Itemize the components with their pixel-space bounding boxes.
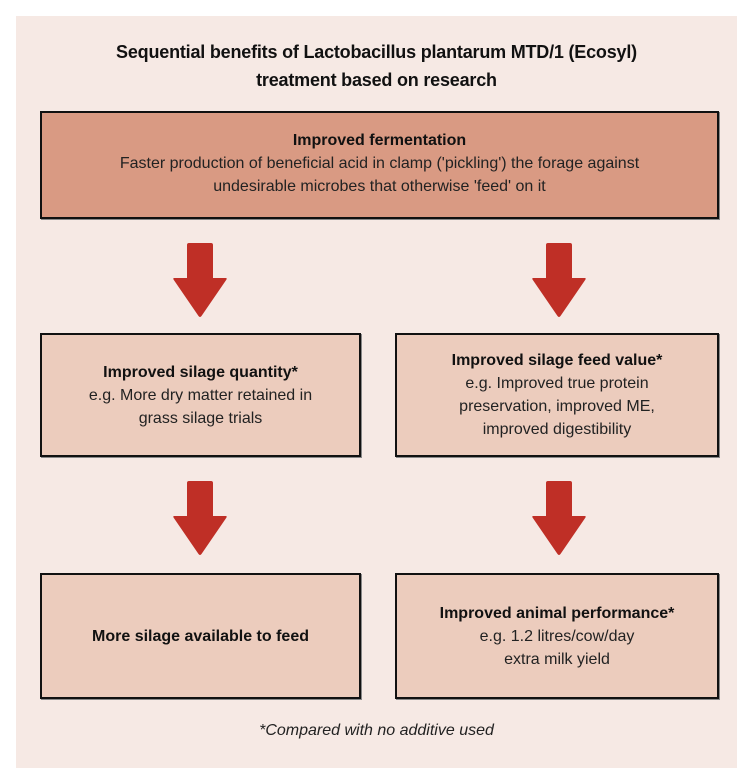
node-improved-fermentation: Improved fermentation Faster production …: [40, 111, 719, 219]
node-heading: Improved silage feed value*: [451, 352, 663, 369]
node-more-silage-available: More silage available to feed: [40, 573, 361, 699]
node-text-line: Faster production of beneficial acid in …: [119, 154, 640, 172]
down-arrow-icon: [532, 243, 586, 317]
node-text-line: extra milk yield: [504, 650, 610, 668]
node-improved-silage-quantity: Improved silage quantity* e.g. More dry …: [40, 333, 361, 457]
down-arrow-icon: [532, 481, 586, 555]
node-improved-animal-performance: Improved animal performance* e.g. 1.2 li…: [395, 573, 719, 699]
node-text-line: improved digestibility: [482, 421, 632, 438]
node-text-line: preservation, improved ME,: [459, 398, 655, 415]
node-improved-silage-feed-value: Improved silage feed value* e.g. Improve…: [395, 333, 719, 457]
node-text-line: undesirable microbes that otherwise 'fee…: [213, 177, 546, 195]
node-text-line: e.g. Improved true protein: [465, 375, 649, 392]
node-text-line: grass silage trials: [138, 409, 263, 427]
node-text-line: e.g. 1.2 litres/cow/day: [479, 627, 635, 645]
title-line-2: treatment based on research: [256, 70, 497, 90]
diagram-title: Sequential benefits of Lactobacillus pla…: [16, 38, 737, 94]
node-heading: More silage available to feed: [92, 627, 309, 645]
down-arrow-icon: [173, 243, 227, 317]
node-heading: Improved fermentation: [292, 131, 467, 149]
footnote: *Compared with no additive used: [259, 722, 494, 739]
node-heading: Improved silage quantity*: [103, 363, 298, 381]
node-text-line: e.g. More dry matter retained in: [88, 386, 313, 404]
node-heading: Improved animal performance*: [439, 604, 675, 622]
title-line-1: Sequential benefits of Lactobacillus pla…: [116, 42, 637, 62]
down-arrow-icon: [173, 481, 227, 555]
